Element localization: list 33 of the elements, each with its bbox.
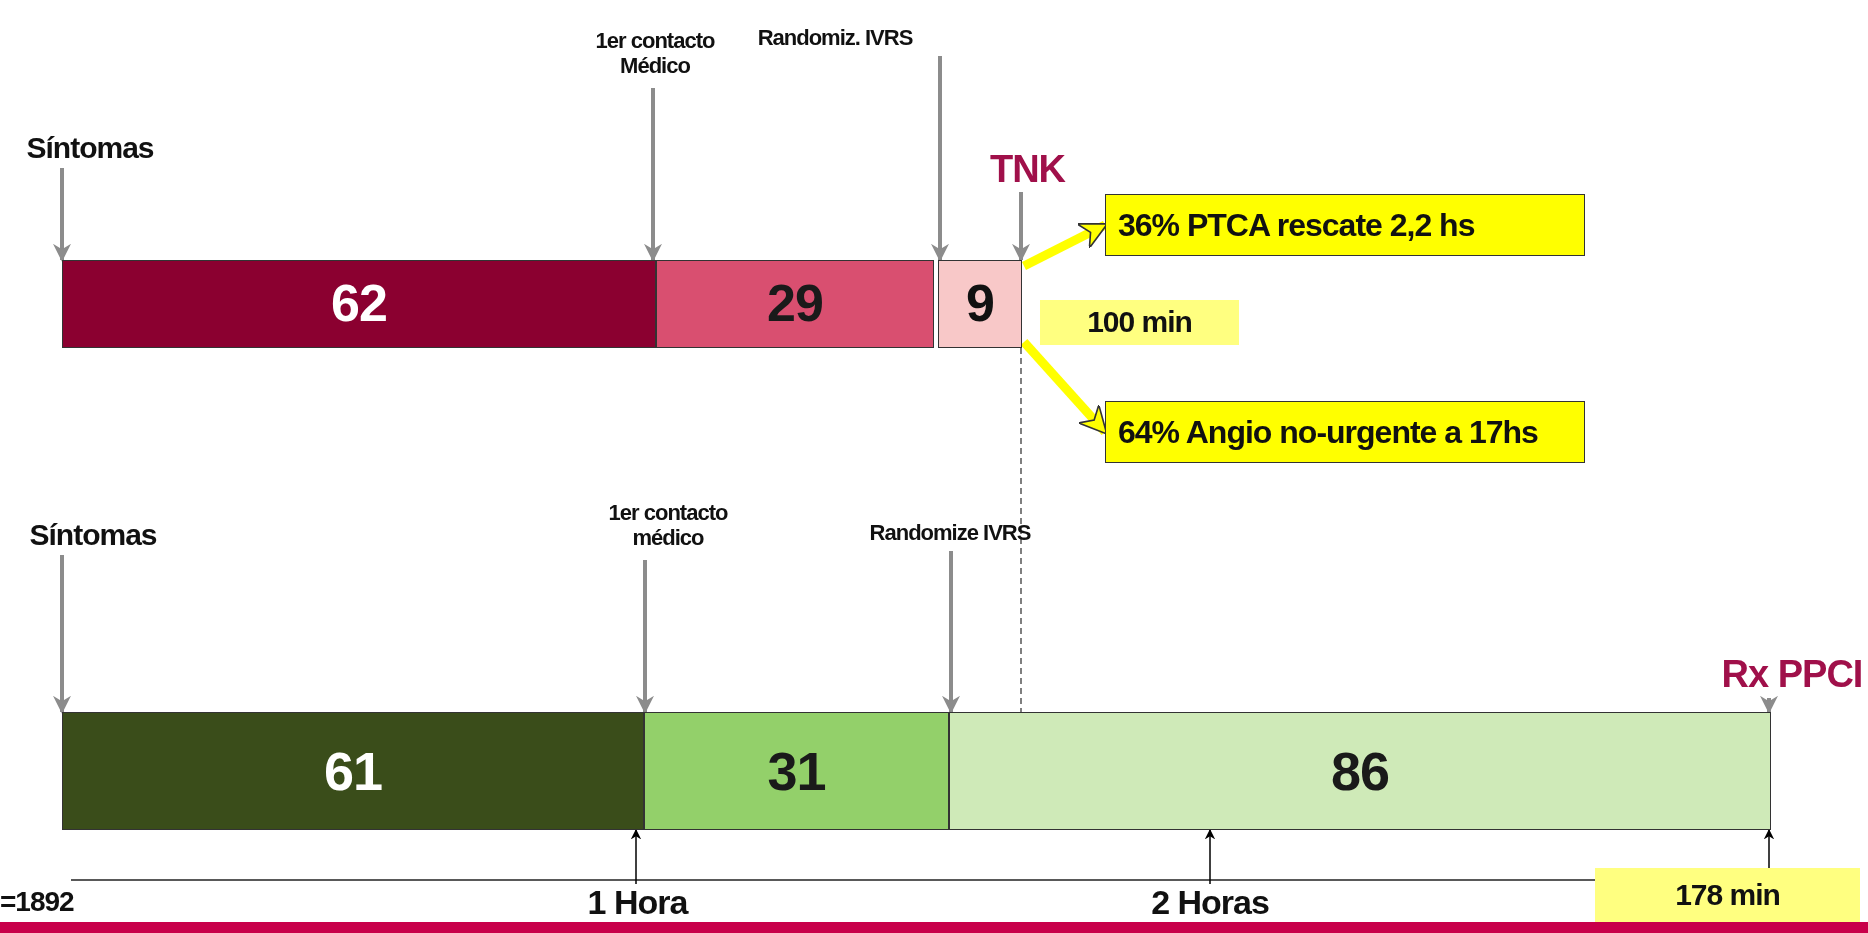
timeline-segment: 61	[62, 712, 644, 830]
arrow	[630, 828, 642, 885]
arrow	[1012, 192, 1030, 262]
arrow	[931, 56, 949, 262]
event-label: Randomiz. IVRS	[740, 20, 930, 56]
callout-box: 64% Angio no-urgente a 17hs	[1105, 401, 1585, 463]
arrow	[53, 168, 71, 262]
arrow	[1760, 695, 1778, 714]
timeline-segment: 86	[949, 712, 1771, 830]
event-label: 1er contacto Médico	[575, 18, 735, 88]
arrow	[53, 555, 71, 714]
event-label: Síntomas	[20, 128, 160, 168]
timeline-segment: 9	[938, 260, 1022, 348]
duration-label: 178 min	[1595, 868, 1860, 922]
sample-size-label: =1892	[0, 886, 74, 918]
arrow	[942, 551, 960, 714]
arrow	[1204, 828, 1216, 885]
event-label: 1er contacto médico	[588, 490, 748, 560]
arrow	[644, 88, 662, 262]
timeline-segment: 31	[644, 712, 949, 830]
duration-label: 100 min	[1040, 300, 1239, 345]
timeline-segment: 29	[656, 260, 934, 348]
event-label: TNK	[985, 148, 1070, 192]
event-label: Randomize IVRS	[845, 515, 1055, 551]
timeline-segment: 62	[62, 260, 656, 348]
axis-label: 1 Hora	[570, 884, 705, 922]
axis-label: 2 Horas	[1135, 884, 1285, 922]
arrow	[1763, 828, 1775, 869]
dashed-guide-line	[1020, 347, 1022, 713]
callout-box: 36% PTCA rescate 2,2 hs	[1105, 194, 1585, 256]
arrow	[636, 560, 654, 714]
event-label: Rx PPCI	[1718, 652, 1866, 698]
event-label: Síntomas	[18, 515, 168, 555]
